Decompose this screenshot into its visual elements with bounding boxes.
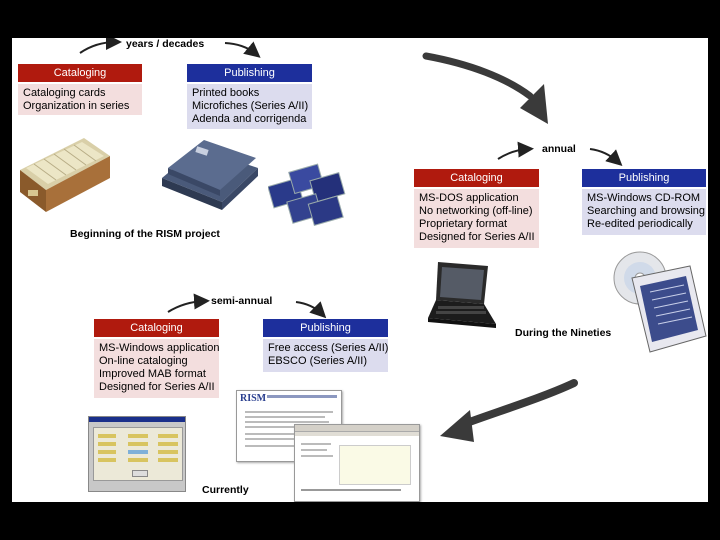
stage3-caption: Currently <box>202 484 249 496</box>
stage2-cataloging-header: Cataloging <box>414 169 539 187</box>
card-catalog-drawer-image <box>20 138 110 212</box>
stage1-cataloging-header: Cataloging <box>18 64 142 82</box>
list-item: EBSCO (Series A/II) <box>268 355 368 367</box>
rism-logo: RISM <box>240 393 267 404</box>
small-arrow-left <box>79 38 122 54</box>
stage2-publishing-list: MS-Windows CD-ROM Searching and browsing… <box>582 189 706 235</box>
list-item: MS-Windows CD-ROM <box>587 192 701 204</box>
stage1-frequency: years / decades <box>126 38 205 50</box>
stage2-frequency: annual <box>542 143 576 155</box>
list-item: Microfiches (Series A/II) <box>192 100 309 112</box>
slide: years / decades Cataloging Cataloging ca… <box>12 38 708 502</box>
stage3-cataloging-list: MS-Windows application On-line catalogin… <box>94 339 219 398</box>
list-item: Cataloging cards <box>23 87 106 99</box>
list-item: Improved MAB format <box>99 368 206 380</box>
laptop-image <box>428 262 496 328</box>
small-arrow-left <box>167 293 210 313</box>
small-arrow-left <box>497 141 534 160</box>
cd-rom-image <box>613 251 707 353</box>
list-item: Proprietary format <box>419 218 508 230</box>
list-item: Designed for Series A/II <box>99 381 215 393</box>
list-item: MS-Windows application <box>99 342 220 354</box>
stage1-caption: Beginning of the RISM project <box>70 228 220 240</box>
big-arrow-head <box>440 410 474 442</box>
big-arrow-stage2-to-stage3 <box>460 379 578 428</box>
stage1-publishing-list: Printed books Microfiches (Series A/II) … <box>187 84 312 129</box>
web-page-screenshot <box>294 424 420 502</box>
list-item: Printed books <box>192 87 260 99</box>
printed-books-image <box>162 140 258 210</box>
small-arrow-right <box>295 301 327 319</box>
windows-application-screenshot <box>88 416 186 492</box>
microfiches-image <box>268 163 346 227</box>
list-item: On-line cataloging <box>99 355 188 367</box>
list-item: Free access (Series A/II) <box>268 342 389 354</box>
small-arrow-right <box>224 41 261 58</box>
stage2-caption: During the Nineties <box>515 327 612 339</box>
stage3-frequency: semi-annual <box>211 295 273 307</box>
stage2-publishing-header: Publishing <box>582 169 706 187</box>
stage3-publishing-header: Publishing <box>263 319 388 337</box>
stage3-cataloging-header: Cataloging <box>94 319 219 337</box>
small-arrow-right <box>589 148 623 167</box>
flow-arrows <box>79 38 623 442</box>
stage2-cataloging-list: MS-DOS application No networking (off-li… <box>414 189 539 248</box>
stage1-publishing-header: Publishing <box>187 64 312 82</box>
stage3-publishing-list: Free access (Series A/II) EBSCO (Series … <box>263 339 388 372</box>
big-arrow-stage1-to-stage2 <box>422 52 534 100</box>
list-item: MS-DOS application <box>419 192 519 204</box>
list-item: No networking (off-line) <box>419 205 533 217</box>
list-item: Searching and browsing <box>587 205 706 217</box>
stage1-cataloging-list: Cataloging cards Organization in series <box>18 84 142 115</box>
list-item: Designed for Series A/II <box>419 231 535 243</box>
list-item: Adenda and corrigenda <box>192 113 307 125</box>
list-item: Re-edited periodically <box>587 218 693 230</box>
big-arrow-head <box>520 84 548 124</box>
list-item: Organization in series <box>23 100 130 112</box>
